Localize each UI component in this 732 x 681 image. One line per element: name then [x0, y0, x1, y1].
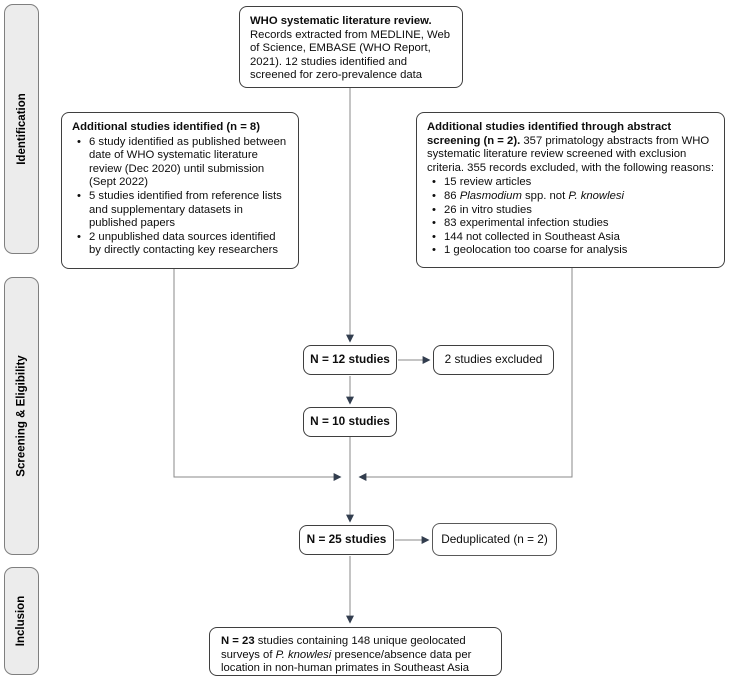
exclusion-reasons-list: 15 review articles 86 Plasmodium spp. no… [427, 176, 714, 258]
n25-studies-box: N = 25 studies [299, 525, 394, 555]
included-n: N = 23 [221, 635, 255, 647]
who-review-body: Records extracted from MEDLINE, Web of S… [250, 28, 451, 82]
reason-text: 86 [444, 189, 460, 202]
bullet-item: 5 studies identified from reference list… [72, 190, 288, 231]
bullet-item: 2 unpublished data sources identified by… [72, 231, 288, 258]
reason-text: spp. not [521, 189, 569, 202]
abstract-screening-body: 357 primatology abstracts from WHO syste… [427, 134, 714, 174]
bullet-item: 83 experimental infection studies [427, 217, 714, 231]
stage-screening-eligibility: Screening & Eligibility [4, 277, 39, 555]
bullet-item: 6 study identified as published between … [72, 136, 288, 190]
abstract-screening-lead: Additional studies identified through ab… [427, 121, 714, 175]
deduplicated-box: Deduplicated (n = 2) [432, 523, 557, 556]
stage-screening-eligibility-label: Screening & Eligibility [15, 355, 28, 477]
additional-studies-list: 6 study identified as published between … [72, 136, 288, 258]
studies-excluded-box: 2 studies excluded [433, 345, 554, 375]
bullet-item: 144 not collected in Southeast Asia [427, 231, 714, 245]
included-studies-box: N = 23 studies containing 148 unique geo… [209, 627, 502, 676]
stage-identification-label: Identification [15, 93, 28, 165]
included-species-italic: P. knowlesi [275, 648, 332, 661]
bullet-item: 15 review articles [427, 176, 714, 190]
n12-studies-box: N = 12 studies [303, 345, 397, 375]
species-italic: P. knowlesi [568, 189, 625, 202]
stage-identification: Identification [4, 4, 39, 254]
included-pre: studies containing 148 unique geolocated… [221, 635, 466, 661]
additional-studies-box: Additional studies identified (n = 8) 6 … [61, 112, 299, 269]
genus-italic: Plasmodium [459, 189, 522, 202]
bullet-item: 26 in vitro studies [427, 204, 714, 218]
additional-studies-title: Additional studies identified (n = 8) [72, 121, 260, 133]
bullet-item: 86 Plasmodium spp. not P. knowlesi [427, 190, 714, 204]
who-review-box: WHO systematic literature review. Record… [239, 6, 463, 88]
abstract-screening-box: Additional studies identified through ab… [416, 112, 725, 268]
stage-inclusion: Inclusion [4, 567, 39, 675]
n10-studies-box: N = 10 studies [303, 407, 397, 437]
who-review-title: WHO systematic literature review. [250, 15, 432, 27]
included-post: presence/absence data per location in no… [221, 648, 472, 675]
abstract-screening-title: Additional studies identified through ab… [427, 121, 672, 147]
bullet-item: 1 geolocation too coarse for analysis [427, 244, 714, 258]
stage-inclusion-label: Inclusion [15, 595, 28, 647]
